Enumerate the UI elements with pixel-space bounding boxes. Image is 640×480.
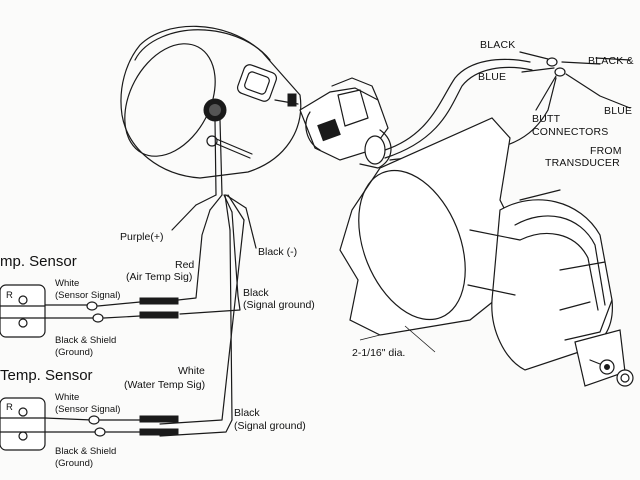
label-black-2: Black [234,407,260,419]
sensor-1-white: White [55,278,79,289]
label-signal-ground-1: (Signal ground) [243,299,315,311]
sensor-1-heading: mp. Sensor [0,253,77,270]
sensor-1-signal: (Sensor Signal) [55,290,120,301]
label-blue-left: BLUE [478,71,506,83]
label-blue-right: BLUE [604,105,632,117]
sensor-2-heading: Temp. Sensor [0,367,93,384]
mount-hole-leader [404,325,436,353]
plug-connector [299,77,392,169]
gauge [120,25,302,179]
u-bracket [467,189,634,387]
svg-text:R: R [6,402,13,413]
label-black-left: BLACK [480,39,515,51]
sensor-2-ground: (Ground) [55,458,93,469]
air-temp-sensor: R [0,284,179,338]
callout-labels: BLACK BLACK & BLUE BLUE BUTT CONNECTORS … [120,39,634,432]
label-butt-2: CONNECTORS [532,126,608,138]
label-red: Red [175,259,194,271]
label-from-1: FROM [590,145,622,157]
sensor-2-labels: Temp. Sensor White (Sensor Signal) Black… [0,367,120,469]
label-purple: Purple(+) [120,231,163,243]
label-black-1: Black [243,287,269,299]
sensor-2-white: White [55,392,79,403]
label-from-2: TRANSDUCER [545,157,620,169]
svg-text:R: R [6,290,13,301]
sensor-2-black-shield: Black & Shield [55,446,116,457]
label-air-temp-sig: (Air Temp Sig) [126,271,192,283]
sensor-2-signal: (Sensor Signal) [55,404,120,415]
label-water-temp-sig: (Water Temp Sig) [124,379,205,391]
label-black-neg: Black (-) [258,246,297,258]
label-mount-hole: 2-1/16" dia. [352,347,405,359]
label-white-water: White [178,365,205,377]
label-butt-1: BUTT [532,113,561,125]
label-black-right: BLACK & [588,55,634,67]
sensor-1-black-shield: Black & Shield [55,335,116,346]
water-temp-sensor: R [0,397,179,451]
mounting-panel [339,117,516,341]
sensor-1-ground: (Ground) [55,347,93,358]
sensor-1-labels: mp. Sensor White (Sensor Signal) Black &… [0,253,120,358]
label-signal-ground-2: (Signal ground) [234,420,306,432]
